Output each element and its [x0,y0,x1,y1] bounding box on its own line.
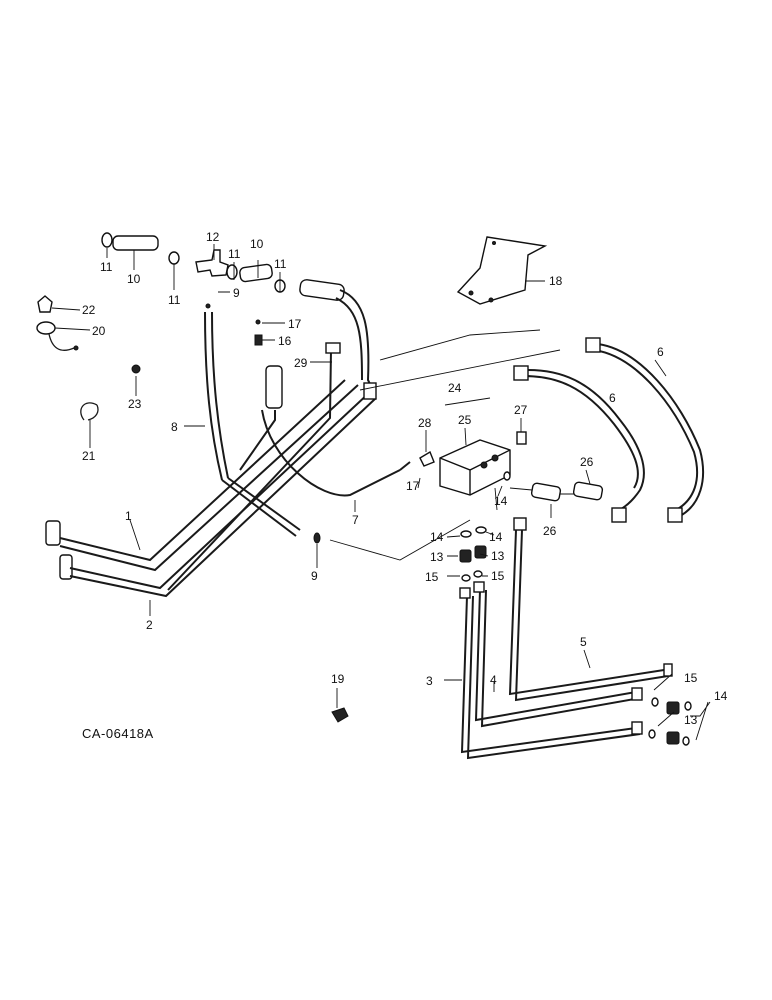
callout-11: 11 [228,247,241,261]
callout-6: 6 [657,345,664,359]
callout-14: 14 [714,689,728,703]
fittings-13-14-15 [459,471,527,582]
callout-29: 29 [294,356,308,370]
callout-17: 17 [406,479,420,493]
callout-10: 10 [250,237,264,251]
fittings-row [101,232,345,301]
callout-3: 3 [426,674,433,688]
hose-7 [221,409,411,537]
callout-24: 24 [448,381,462,395]
callout-14: 14 [430,530,444,544]
callout-26: 26 [580,455,594,469]
drawing-code: CA-06418A [82,726,154,741]
tubes-1-2 [45,349,377,598]
callout-11: 11 [168,293,181,307]
callout-26: 26 [543,524,557,538]
callout-20: 20 [92,324,106,338]
callout-13: 13 [430,550,444,564]
callout-27: 27 [514,403,528,417]
mounting-bracket [456,236,548,305]
hoses-8-29 [204,289,377,481]
callout-13: 13 [491,549,505,563]
callout-28: 28 [418,416,432,430]
hoses-6 [513,337,705,523]
part-19 [331,707,349,723]
callout-13: 13 [684,713,698,727]
callout-19: 19 [331,672,345,686]
callout-16: 16 [278,334,292,348]
tubes-3-4-5 [459,529,673,760]
callout-7: 7 [352,513,359,527]
callout-15: 15 [684,671,698,685]
callout-1: 1 [125,509,132,523]
callout-22: 22 [82,303,96,317]
callout-18: 18 [549,274,563,288]
callout-9: 9 [233,286,240,300]
fittings-right [648,697,692,746]
callout-15: 15 [425,570,439,584]
callout-8: 8 [171,420,178,434]
callout-10: 10 [127,272,141,286]
callout-11: 11 [274,257,287,271]
callout-11: 11 [100,260,113,274]
assembly-leader-lines [329,329,561,561]
control-valve [419,431,527,496]
callout-5: 5 [580,635,587,649]
callout-2: 2 [146,618,153,632]
callout-25: 25 [458,413,472,427]
callout-17: 17 [288,317,302,331]
callout-15: 15 [491,569,505,583]
adapters-26 [509,481,604,502]
callout-21: 21 [82,449,96,463]
callout-12: 12 [206,230,220,244]
callout-4: 4 [490,673,497,687]
callout-14: 14 [489,530,503,544]
callout-14: 14 [494,494,508,508]
callout-labels: 11 10 11 12 11 10 11 9 22 20 17 16 29 23… [82,230,728,741]
small-parts-left [36,295,141,421]
callout-9: 9 [311,569,318,583]
callout-23: 23 [128,397,142,411]
callout-6: 6 [609,391,616,405]
callout-leaders [51,244,711,741]
